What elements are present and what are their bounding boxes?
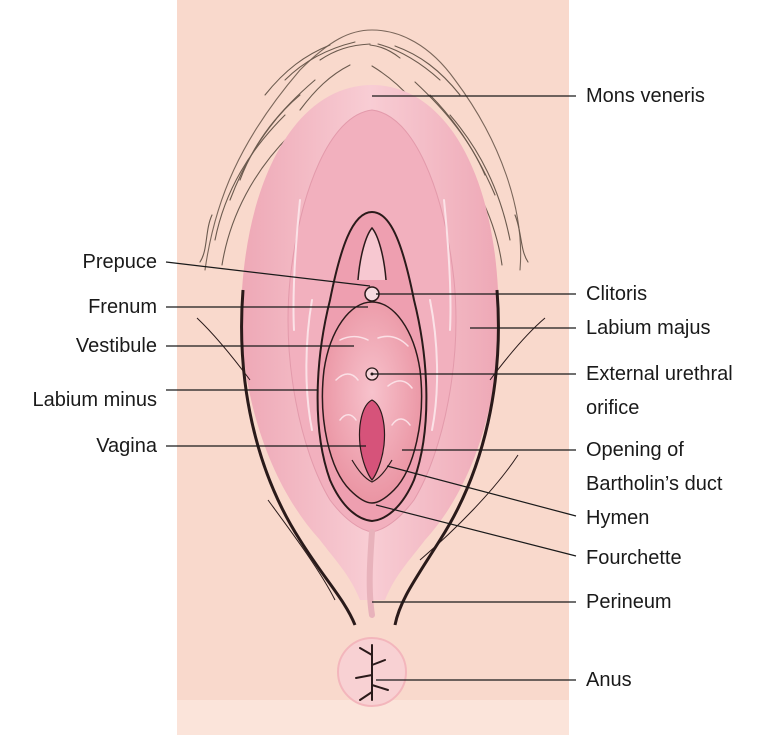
label-vagina: Vagina bbox=[96, 435, 157, 457]
label-mons-veneris: Mons veneris bbox=[586, 85, 705, 107]
label-external-urethral: External urethral bbox=[586, 363, 733, 385]
label-hymen: Hymen bbox=[586, 507, 650, 529]
leader-prepuce bbox=[165, 261, 371, 287]
label-bartholins-duct: Bartholin’s duct bbox=[586, 473, 723, 495]
anus-shape bbox=[355, 644, 389, 701]
label-anus: Anus bbox=[586, 669, 632, 691]
label-clitoris: Clitoris bbox=[586, 283, 648, 305]
left-buttock-crease bbox=[267, 499, 336, 601]
right-buttock-crease bbox=[419, 454, 519, 561]
left-outer-outline bbox=[240, 289, 357, 626]
left-thigh-crease bbox=[196, 317, 251, 381]
label-labium-majus: Labium majus bbox=[586, 317, 711, 339]
label-fourchette: Fourchette bbox=[586, 547, 682, 569]
hymen-shape bbox=[351, 459, 393, 483]
label-orifice: orifice bbox=[586, 397, 640, 419]
label-opening-of: Opening of bbox=[586, 439, 684, 461]
leader-fourchette bbox=[375, 504, 577, 557]
fold-highlights bbox=[292, 199, 452, 431]
perineum-shape bbox=[366, 529, 375, 618]
leader-lines bbox=[165, 95, 577, 681]
right-outer-outline bbox=[393, 289, 500, 626]
vestibule-texture bbox=[335, 335, 413, 426]
label-labium-minus: Labium minus bbox=[32, 389, 157, 411]
prepuce-hood bbox=[357, 226, 387, 281]
label-prepuce: Prepuce bbox=[82, 251, 158, 273]
leader-hymen bbox=[386, 465, 577, 517]
vaginal-opening bbox=[358, 399, 386, 481]
label-perineum: Perineum bbox=[586, 591, 672, 613]
label-vestibule: Vestibule bbox=[75, 335, 157, 357]
label-frenum: Frenum bbox=[88, 296, 157, 318]
